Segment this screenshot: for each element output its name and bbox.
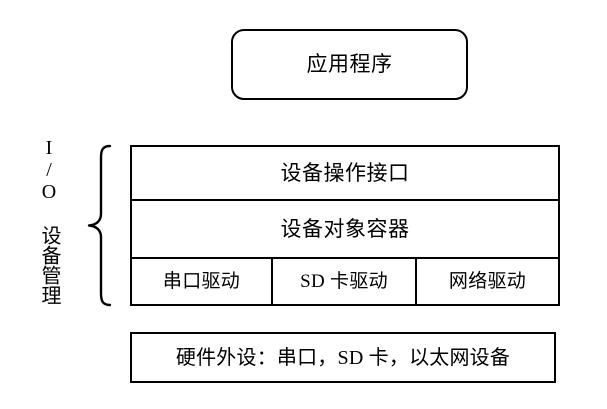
row-drivers: 串口驱动 SD 卡驱动 网络驱动 xyxy=(132,259,558,304)
curly-brace-icon xyxy=(86,144,112,307)
driver-cell-serial: 串口驱动 xyxy=(132,259,273,304)
row-device-object-container-label: 设备对象容器 xyxy=(280,216,410,241)
driver-cell-sdcard-label: SD 卡驱动 xyxy=(300,271,388,292)
row-device-operation-interface-label: 设备操作接口 xyxy=(280,160,410,185)
driver-cell-serial-label: 串口驱动 xyxy=(162,271,241,292)
application-box: 应用程序 xyxy=(231,29,468,100)
drivers-group: 串口驱动 SD 卡驱动 网络驱动 xyxy=(132,259,558,304)
driver-cell-network: 网络驱动 xyxy=(417,259,558,304)
row-device-operation-interface: 设备操作接口 xyxy=(132,147,558,201)
application-box-label: 应用程序 xyxy=(306,52,393,76)
driver-cell-sdcard: SD 卡驱动 xyxy=(273,259,417,304)
driver-cell-network-label: 网络驱动 xyxy=(448,271,527,292)
hardware-peripherals-label: 硬件外设：串口，SD 卡，以太网设备 xyxy=(175,346,511,369)
io-stack: 设备操作接口 设备对象容器 串口驱动 SD 卡驱动 网络驱动 xyxy=(130,145,560,306)
row-device-object-container: 设备对象容器 xyxy=(132,201,558,259)
hardware-peripherals-box: 硬件外设：串口，SD 卡，以太网设备 xyxy=(130,332,556,383)
io-device-management-label: I/O 设备管理 xyxy=(38,137,60,305)
